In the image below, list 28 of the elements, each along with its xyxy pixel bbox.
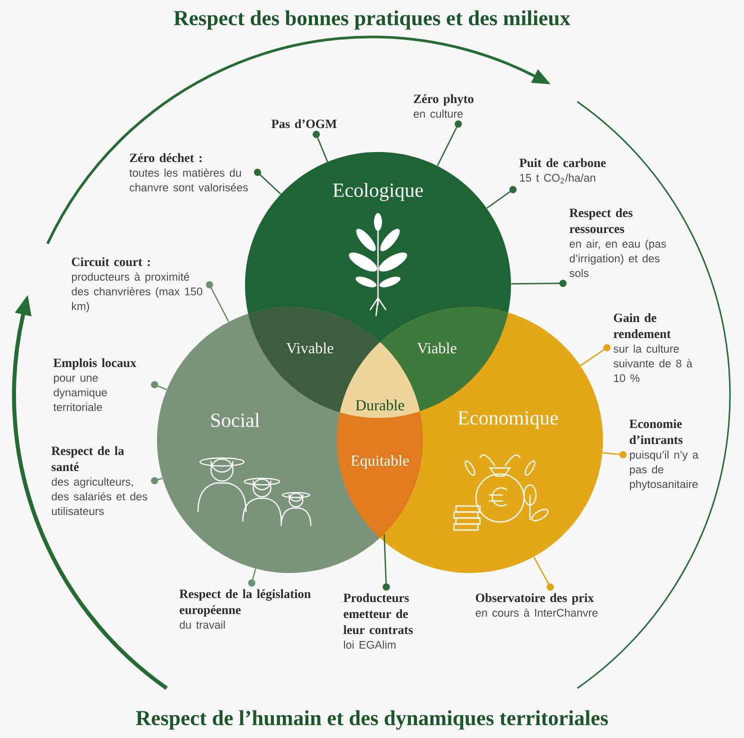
- annotation: Respect des ressources en air, en eau (pas d’irrigation) et des sols: [569, 208, 666, 278]
- leader-line: [248, 568, 256, 587]
- annotation: Economie d’intrants puisqu’il n’y a pas de phytosanitaire: [629, 419, 698, 490]
- annotation: Zéro phyto en culture: [414, 94, 474, 118]
- annotation: Respect de la législation européenne du travail: [179, 589, 311, 629]
- annotation: Puit de carbone 15 t CO$_{2}$/ha/an: [519, 158, 606, 184]
- annotation: Respect de la santé des agriculteurs, des salariés et des utilisateurs: [51, 446, 148, 516]
- leader-line: [312, 130, 328, 162]
- annotation: Producteurs emetteur de leur contrats loi EGAlim: [343, 593, 413, 649]
- leader-line: [150, 477, 163, 484]
- ring-heading: Respect de l’humain et des dynamiques territoriales: [136, 710, 608, 730]
- leader-line: [254, 168, 282, 194]
- annotation: Pas d’OGM: [271, 119, 337, 128]
- ring-heading: Respect des bonnes pratiques et des milieux: [174, 10, 570, 30]
- leader-line: [206, 281, 230, 322]
- leader-line: [150, 381, 167, 390]
- annotation: Emplois locaux pour une dynamique territoriale: [53, 358, 136, 412]
- leader-line: [382, 534, 390, 591]
- leader-line: [602, 451, 627, 458]
- leader-line: [436, 120, 462, 166]
- leader-line: [580, 344, 611, 366]
- annotation: Zéro déchet : toutes les matières du chanvre sont valorisées: [129, 153, 248, 192]
- leader-line: [486, 186, 517, 209]
- annotation: Observatoire des prix en cours à InterChanvre: [476, 593, 598, 617]
- overlap-region: Equitable: [337, 411, 423, 538]
- annotation: Gain de rendement sur la culture suivante de 8 à 10 %: [614, 313, 692, 382]
- leader-line: [511, 280, 567, 287]
- leader-line: [533, 556, 554, 591]
